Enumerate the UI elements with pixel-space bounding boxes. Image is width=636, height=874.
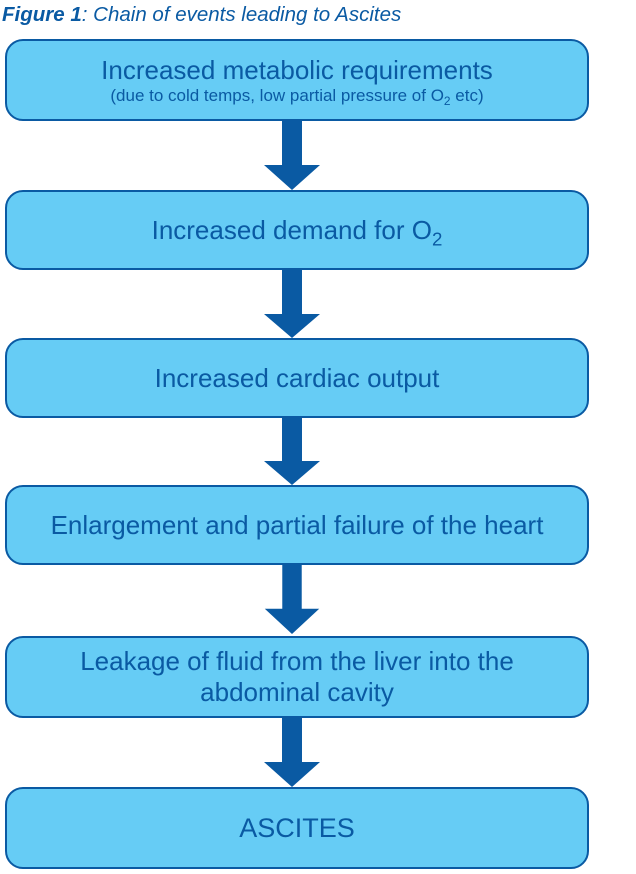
figure-caption: Figure 1: Chain of events leading to Asc…: [2, 3, 401, 27]
step-subtext: (due to cold temps, low partial pressure…: [110, 85, 484, 108]
step-subtext-part: etc): [450, 85, 484, 105]
arrow-down-icon: [264, 565, 320, 635]
step-box-cardiac-output: Increased cardiac output: [5, 338, 589, 418]
step-box-demand-for-o2: Increased demand for O2: [5, 190, 589, 270]
step-box-fluid-leakage: Leakage of fluid from the liver into the…: [5, 636, 589, 718]
arrow-shape: [264, 270, 320, 338]
figure-label: Figure 1: [2, 3, 82, 26]
figure-title: Chain of events leading to Ascites: [93, 3, 402, 26]
arrow-shape: [264, 418, 320, 485]
subscript: 2: [443, 93, 451, 108]
step-text-line-2: abdominal cavity: [200, 677, 394, 707]
arrow-shape: [264, 565, 320, 635]
step-text: ASCITES: [239, 812, 355, 843]
arrow-down-icon: [264, 270, 320, 338]
arrow-down-icon: [264, 121, 320, 190]
step-text-part: Increased demand for O: [151, 214, 432, 245]
step-text: Increased metabolic requirements: [101, 54, 493, 85]
figure-colon: :: [81, 3, 94, 26]
step-box-metabolic-requirements: Increased metabolic requirements (due to…: [5, 39, 589, 121]
step-text: Increased demand for O2: [151, 214, 443, 250]
step-text-line-1: Leakage of fluid from the liver into the: [80, 646, 514, 676]
step-text: Enlargement and partial failure of the h…: [50, 509, 544, 540]
step-box-ascites: ASCITES: [5, 787, 589, 869]
arrow-shape: [264, 121, 320, 190]
arrow-down-icon: [264, 718, 320, 787]
step-subtext-part: (due to cold temps, low partial pressure…: [110, 85, 444, 105]
step-box-heart-failure: Enlargement and partial failure of the h…: [5, 485, 589, 565]
arrow-shape: [264, 718, 320, 787]
step-text: Increased cardiac output: [154, 362, 440, 393]
arrow-down-icon: [264, 418, 320, 485]
subscript: 2: [431, 228, 443, 250]
